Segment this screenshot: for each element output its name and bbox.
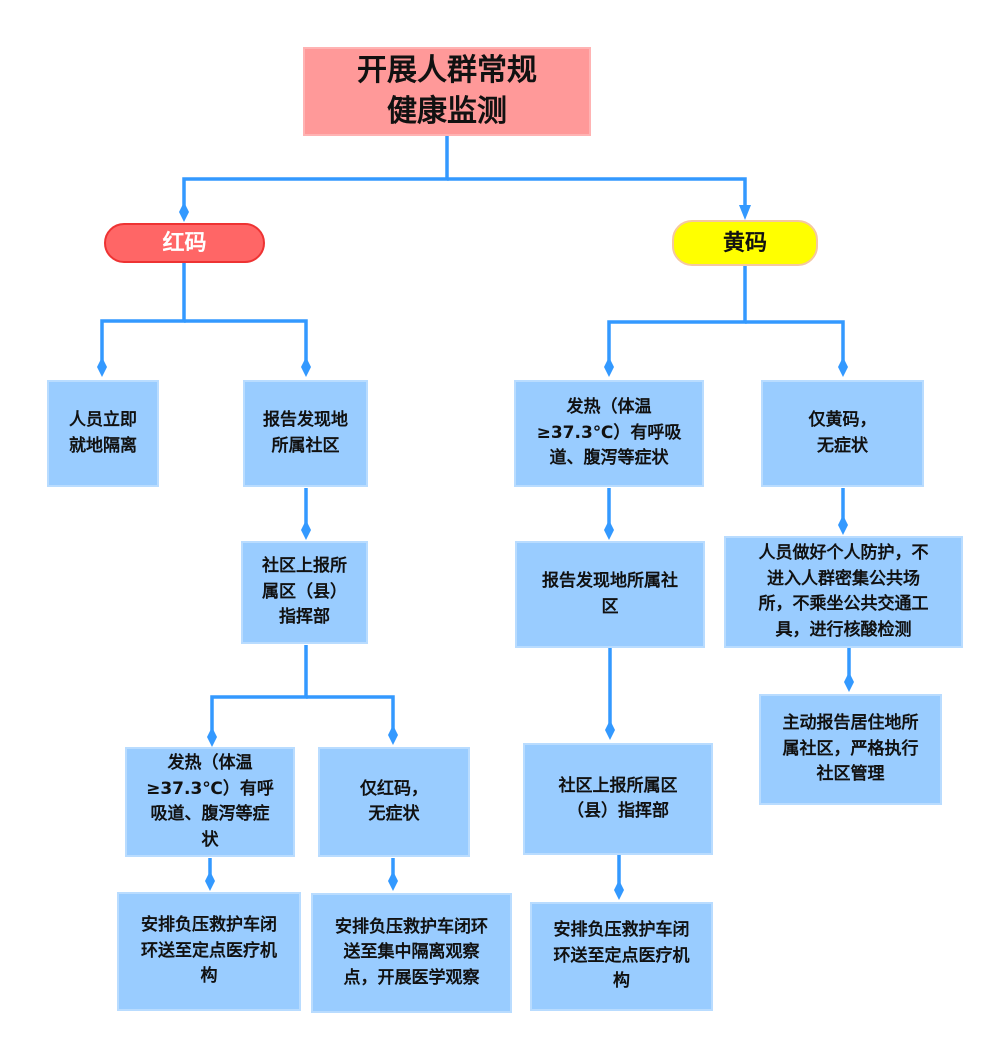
diamond-arrowhead bbox=[604, 520, 614, 540]
connector-yellow-split bbox=[607, 264, 747, 365]
yellow-community-hq-box: 社区上报所属区 （县）指挥部 bbox=[523, 743, 713, 855]
red-community-hq-box: 社区上报所 属区（县） 指挥部 bbox=[241, 541, 368, 644]
connector-red-split bbox=[100, 262, 186, 365]
red-immediate-isolation-box: 人员立即 就地隔离 bbox=[47, 380, 159, 487]
red-report-community-box: 报告发现地 所属社区 bbox=[243, 380, 368, 487]
red-transfer-isolation-box: 安排负压救护车闭环 送至集中隔离观察 点，开展医学观察 bbox=[311, 893, 512, 1013]
connector-root-branch bbox=[182, 135, 449, 215]
diamond-arrowhead bbox=[301, 520, 311, 540]
diamond-arrowhead bbox=[388, 871, 398, 891]
diamond-arrowhead bbox=[97, 357, 107, 377]
yellow-personal-protection-box: 人员做好个人防护，不 进入人群密集公共场 所，不乘坐公共交通工 具，进行核酸检测 bbox=[724, 536, 963, 648]
root-health-monitoring: 开展人群常规 健康监测 bbox=[303, 47, 591, 136]
yellow-code-pill: 黄码 bbox=[672, 220, 818, 266]
diamond-arrowhead bbox=[838, 357, 848, 377]
connector-yellow-right bbox=[745, 320, 845, 365]
yellow-transfer-hospital-box: 安排负压救护车闭 环送至定点医疗机 构 bbox=[530, 902, 713, 1011]
diamond-arrowhead bbox=[614, 880, 624, 900]
diamond-arrowhead bbox=[838, 515, 848, 535]
diamond-arrowhead bbox=[205, 871, 215, 891]
red-only-no-symptoms-box: 仅红码， 无症状 bbox=[318, 747, 470, 857]
diamond-arrowhead bbox=[301, 357, 311, 377]
yellow-report-community-box: 报告发现地所属社 区 bbox=[515, 541, 705, 648]
diamond-arrowhead bbox=[388, 725, 398, 745]
red-transfer-hospital-box: 安排负压救护车闭 环送至定点医疗机 构 bbox=[117, 892, 301, 1011]
diamond-arrowhead bbox=[179, 202, 189, 222]
connector-root-yellow bbox=[447, 177, 747, 210]
diamond-arrowhead bbox=[844, 672, 854, 692]
connector-red-hq-split bbox=[210, 645, 308, 735]
yellow-fever-symptoms-box: 发热（体温 ≥37.3℃）有呼吸 道、腹泻等症状 bbox=[514, 380, 704, 487]
connector-red-hq-right bbox=[306, 695, 395, 735]
diamond-arrowhead bbox=[207, 727, 217, 747]
red-fever-symptoms-box: 发热（体温 ≥37.3℃）有呼 吸道、腹泻等症 状 bbox=[125, 747, 295, 857]
diamond-arrowhead bbox=[604, 357, 614, 377]
yellow-only-no-symptoms-box: 仅黄码， 无症状 bbox=[761, 380, 924, 487]
yellow-self-report-box: 主动报告居住地所 属社区，严格执行 社区管理 bbox=[759, 694, 942, 805]
diamond-arrowhead bbox=[605, 720, 615, 740]
red-code-pill: 红码 bbox=[104, 223, 265, 263]
connector-red-right bbox=[184, 319, 308, 365]
triangle-arrowhead bbox=[739, 205, 751, 220]
